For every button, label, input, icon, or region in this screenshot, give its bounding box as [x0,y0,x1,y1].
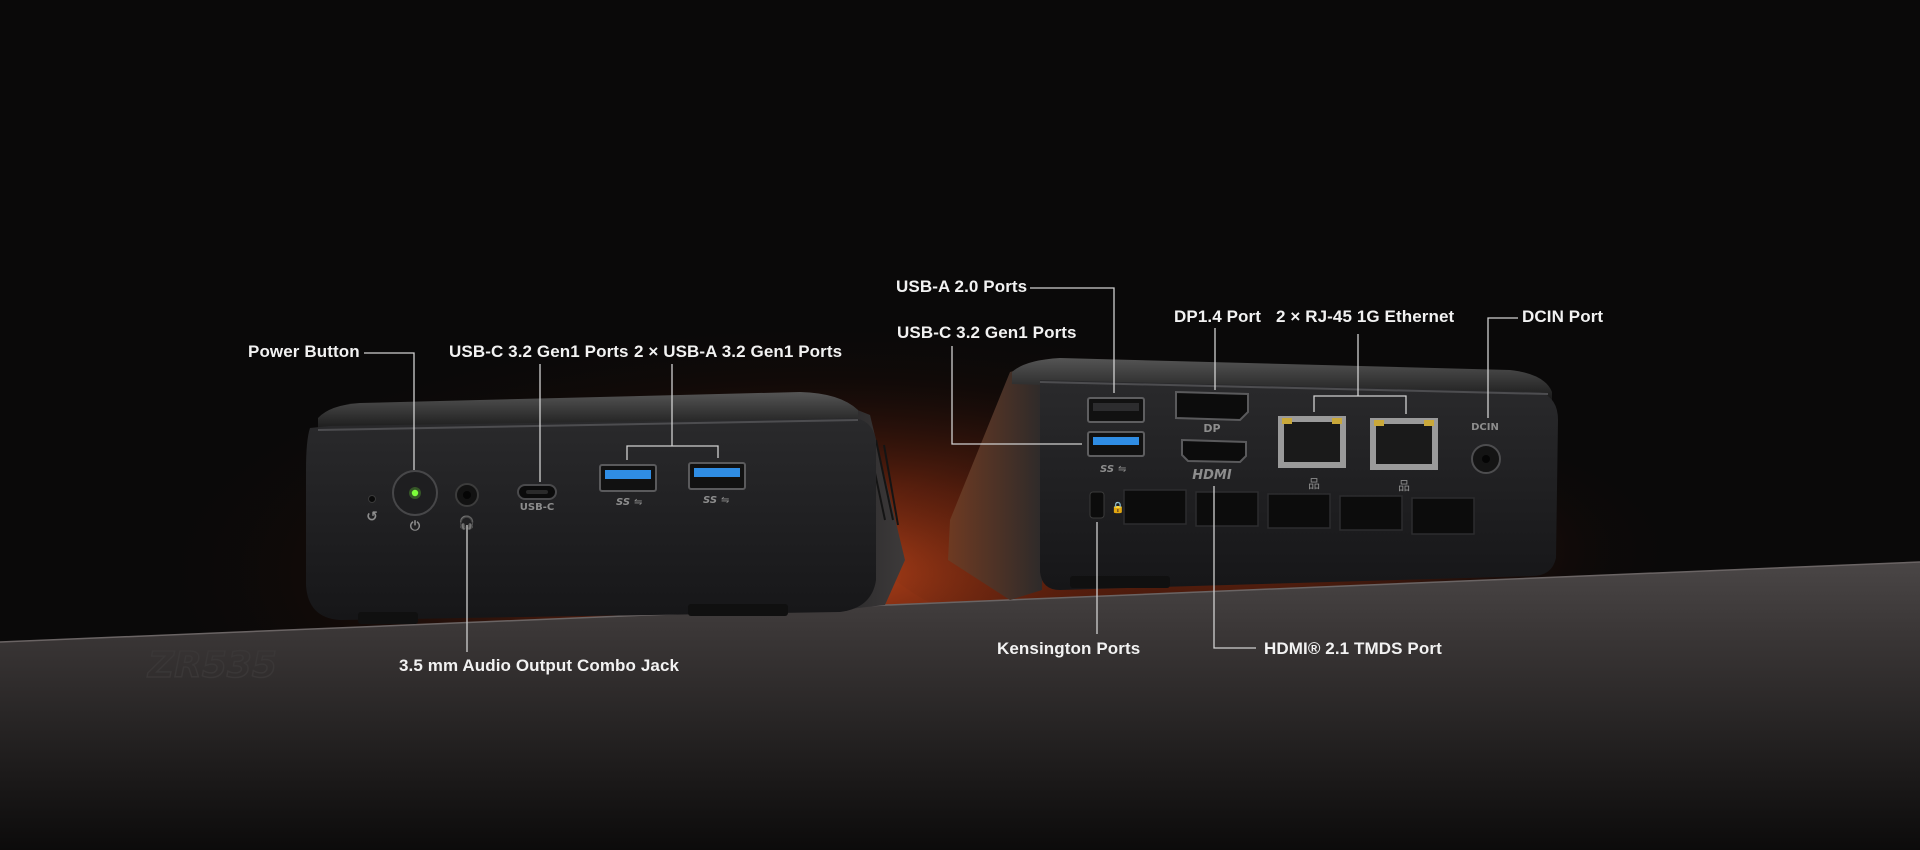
audio-jack [455,483,479,507]
front-usb-c-port [517,484,557,500]
usb-icon: ⇋ [721,495,729,506]
kensington-slot [1089,491,1105,519]
dcin-port-mark: DCIN [1471,422,1499,433]
ethernet-port-1 [1278,416,1346,468]
power-icon: ⏻ [410,519,421,534]
model-marking: ZR535 [147,645,277,686]
callout-dp: DP1.4 Port [1174,307,1261,326]
callout-power-button: Power Button [248,342,360,361]
rear-device: SS ⇋ 🔒 DP HDMI 品 [948,358,1558,600]
callout-hdmi: HDMI® 2.1 TMDS Port [1264,639,1442,658]
network-icon: 品 [1308,477,1320,491]
ethernet-port-2 [1370,418,1438,470]
callout-lines [364,287,1518,652]
callout-rear-usb-c: USB-C 3.2 Gen1 Ports [897,323,1077,342]
callout-kensington: Kensington Ports [997,639,1141,658]
usb-c-port-mark: USB-C [520,502,554,513]
rear-vents [1123,489,1475,535]
front-usb-a-port-2 [688,462,746,490]
table-surface [0,562,1920,850]
dp-port [1175,390,1249,422]
usb-icon: ⇋ [1118,464,1126,475]
callout-audio-jack: 3.5 mm Audio Output Combo Jack [399,656,680,675]
headphone-icon: 🎧 [459,515,475,531]
power-button [392,470,438,516]
callout-front-usb-c: USB-C 3.2 Gen1 Ports [449,342,629,361]
callout-dcin: DCIN Port [1522,307,1604,326]
front-usb-a-port-1 [599,464,657,492]
hdmi-port-mark: HDMI [1192,468,1232,483]
superspeed-mark: SS [616,497,630,508]
callout-rear-usb-a-20: USB-A 2.0 Ports [896,277,1028,296]
callout-ethernet: 2 × RJ-45 1G Ethernet [1276,307,1455,326]
dcin-port [1471,444,1501,474]
rear-usb-a-2-port [1087,397,1145,423]
superspeed-mark: SS [703,495,717,506]
superspeed-mark: SS [1100,464,1114,475]
network-icon: 品 [1398,479,1410,493]
usb-icon: ⇋ [634,497,642,508]
callout-front-usb-a: 2 × USB-A 3.2 Gen1 Ports [634,342,843,361]
front-device: ↺ ⏻ 🎧 USB-C [306,392,905,624]
hdmi-port [1181,438,1247,464]
reset-icon: ↺ [366,509,378,525]
lock-icon: 🔒 [1111,501,1125,514]
dp-port-mark: DP [1203,422,1220,435]
rear-usb-3-port [1087,431,1145,457]
